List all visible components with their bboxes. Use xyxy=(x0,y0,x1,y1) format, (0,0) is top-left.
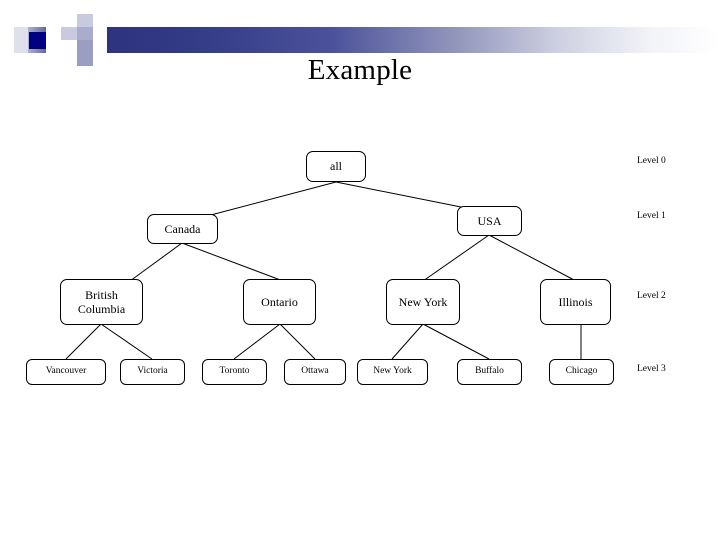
edge-ontario-toronto xyxy=(233,323,281,360)
edge-ontario-ottawa xyxy=(279,323,316,360)
tree-node-ottawa-label: Ottawa xyxy=(301,366,329,377)
edge-bc-victoria xyxy=(100,323,153,360)
tree-node-british-columbia[interactable]: British Columbia xyxy=(60,279,143,325)
tree-node-usa[interactable]: USA xyxy=(457,206,522,236)
tree-node-british-columbia-label-line1: British xyxy=(85,287,118,302)
edge-usa-illinois xyxy=(488,234,577,282)
header-tile-2 xyxy=(14,27,28,53)
header-tile-4 xyxy=(61,27,77,40)
tree-node-british-columbia-label-line2: Columbia xyxy=(77,302,126,316)
header-tile-1 xyxy=(0,27,14,53)
edge-canada-ontario xyxy=(181,242,284,282)
edge-nystate-nyc xyxy=(391,323,424,360)
tree-node-chicago-label: Chicago xyxy=(565,366,598,377)
tree-node-toronto-label: Toronto xyxy=(219,366,250,377)
header-tile-13 xyxy=(93,0,107,27)
tree-node-victoria[interactable]: Victoria xyxy=(120,359,185,385)
header-tile-10 xyxy=(61,53,77,66)
level-label-2: Level 2 xyxy=(637,291,666,301)
header-tile-9 xyxy=(77,40,93,53)
edge-all-canada xyxy=(206,181,337,217)
edge-canada-bc xyxy=(129,242,183,282)
edge-all-usa xyxy=(335,181,467,209)
tree-node-canada[interactable]: Canada xyxy=(147,214,218,244)
tree-node-vancouver[interactable]: Vancouver xyxy=(26,359,106,385)
tree-node-ottawa[interactable]: Ottawa xyxy=(284,359,346,385)
tree-node-ontario[interactable]: Ontario xyxy=(243,279,316,325)
tree-node-toronto[interactable]: Toronto xyxy=(202,359,267,385)
tree-node-new-york-city[interactable]: New York xyxy=(357,359,428,385)
header-tile-5 xyxy=(61,40,77,53)
tree-node-buffalo[interactable]: Buffalo xyxy=(457,359,522,385)
level-label-0: Level 0 xyxy=(637,156,666,166)
header-tile-3 xyxy=(46,27,61,53)
tree-node-illinois-label: Illinois xyxy=(558,294,593,309)
edge-bc-vancouver xyxy=(65,323,102,360)
tree-node-ontario-label: Ontario xyxy=(261,294,298,309)
header-tile-7 xyxy=(77,14,93,27)
edge-usa-newyork xyxy=(422,234,490,282)
tree-node-vancouver-label: Vancouver xyxy=(45,366,87,377)
tree-node-victoria-label: Victoria xyxy=(137,366,168,377)
tree-node-buffalo-label: Buffalo xyxy=(475,366,504,377)
tree-node-new-york-state[interactable]: New York xyxy=(386,279,460,325)
tree-node-all-label: all xyxy=(330,159,342,174)
level-label-3: Level 3 xyxy=(637,364,666,374)
page-title: Example xyxy=(307,54,413,86)
tree-node-all[interactable]: all xyxy=(306,151,366,182)
header-tile-navy xyxy=(29,32,46,49)
gradient-bar xyxy=(0,27,720,53)
tree-node-illinois[interactable]: Illinois xyxy=(540,279,611,325)
header-decoration-band xyxy=(0,0,720,66)
tree-node-canada-label: Canada xyxy=(164,221,201,236)
tree-node-chicago[interactable]: Chicago xyxy=(549,359,614,385)
header-tile-11 xyxy=(77,53,93,66)
tree-node-new-york-city-label: New York xyxy=(373,366,412,377)
tree-node-new-york-state-label: New York xyxy=(398,294,448,309)
tree-node-usa-label: USA xyxy=(477,213,502,228)
header-tile-12 xyxy=(93,27,107,53)
level-label-1: Level 1 xyxy=(637,211,666,221)
edge-nystate-buffalo xyxy=(422,323,490,360)
header-tile-8 xyxy=(77,27,93,40)
header-tile-6 xyxy=(77,0,93,14)
